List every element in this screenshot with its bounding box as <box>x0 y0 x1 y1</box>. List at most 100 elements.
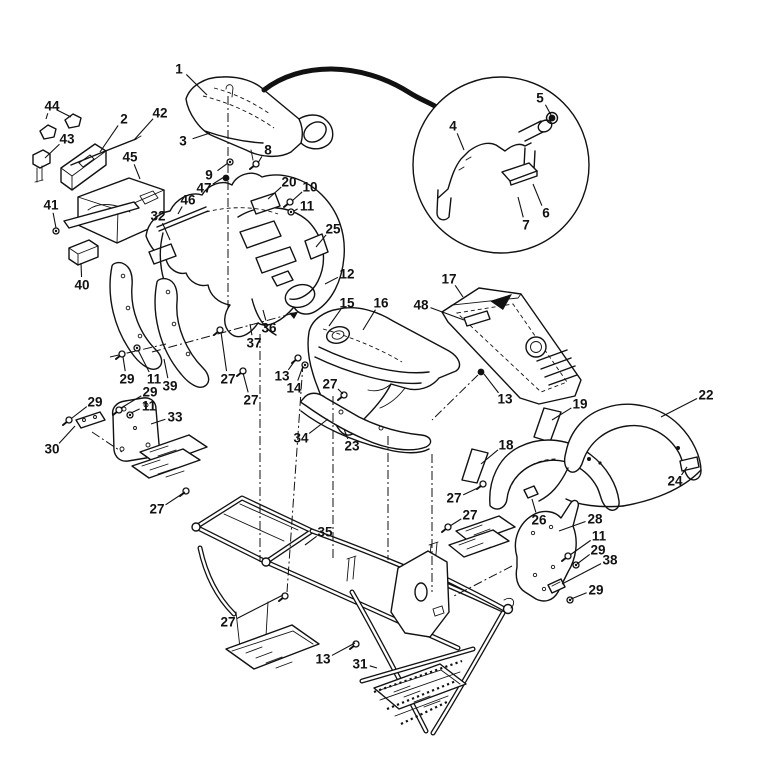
construction-lines <box>91 96 513 597</box>
part-clips-44 <box>39 113 82 140</box>
callout-34: 34 <box>293 431 309 446</box>
part-rear-fender-near <box>489 439 620 511</box>
leader-line <box>56 109 72 118</box>
leader-line <box>454 285 464 298</box>
leader-line <box>576 553 591 565</box>
part-footrest-grid-left <box>131 434 208 479</box>
callout-11: 11 <box>300 199 315 214</box>
part-trim-23-34 <box>300 392 432 454</box>
part-plate-40 <box>68 239 99 266</box>
callout-24: 24 <box>667 474 683 489</box>
screw-icon <box>479 480 487 488</box>
callout-1: 1 <box>175 62 183 77</box>
callout-31: 31 <box>352 657 368 672</box>
leader-line <box>120 395 142 409</box>
callout-27: 27 <box>322 377 337 392</box>
callout-11: 11 <box>592 529 607 544</box>
tag-24 <box>679 456 700 472</box>
leader-line <box>44 143 60 159</box>
leader-line <box>660 398 698 418</box>
leader-line <box>456 133 465 151</box>
callout-35: 35 <box>317 525 333 540</box>
screw-icon <box>216 326 224 334</box>
leader-line <box>212 176 225 185</box>
leader-line <box>343 428 349 439</box>
callout-22: 22 <box>698 388 713 403</box>
callout-29: 29 <box>142 385 157 400</box>
callout-43: 43 <box>59 132 75 147</box>
callout-27: 27 <box>149 502 164 517</box>
callout-26: 26 <box>531 513 547 528</box>
callout-39: 39 <box>162 379 177 394</box>
callout-37: 37 <box>246 336 261 351</box>
part-rod-42 <box>70 135 142 166</box>
leader-line <box>249 323 253 336</box>
screw-icon <box>281 592 289 600</box>
leader-line <box>267 186 282 200</box>
leader-line <box>331 642 356 656</box>
leader-line <box>99 125 119 153</box>
callout-6: 6 <box>542 206 550 221</box>
part-panel-2 <box>60 143 107 191</box>
leader-line <box>133 118 154 141</box>
leader-line <box>681 466 688 476</box>
part-panel-28 <box>514 499 580 602</box>
leader-line <box>551 407 572 421</box>
part-tank-cover <box>307 307 461 436</box>
bracket-26 <box>523 485 539 499</box>
leader-line <box>304 535 317 546</box>
callout-45: 45 <box>122 150 138 165</box>
leader-line <box>483 373 500 394</box>
leader-line <box>257 156 263 164</box>
leader-line <box>362 309 376 331</box>
callout-14: 14 <box>286 381 302 396</box>
part-bracket-43 <box>32 149 51 183</box>
callout-13: 13 <box>315 652 331 667</box>
callout-10: 10 <box>302 180 317 195</box>
callout-30: 30 <box>44 442 59 457</box>
callout-17: 17 <box>441 272 456 287</box>
callout-46: 46 <box>180 193 196 208</box>
callout-47: 47 <box>196 181 211 196</box>
callout-27: 27 <box>462 508 477 523</box>
part-bracket-38 <box>547 578 566 594</box>
leader-line <box>291 191 303 202</box>
molding-46 <box>156 206 209 232</box>
leader-line <box>480 449 499 465</box>
callout-32: 32 <box>150 209 165 224</box>
callout-5: 5 <box>536 91 544 106</box>
leader-line <box>71 406 88 419</box>
leader-line <box>163 358 169 379</box>
callout-27: 27 <box>243 393 258 408</box>
callout-2: 2 <box>120 112 128 127</box>
callout-20: 20 <box>281 175 296 190</box>
callout-36: 36 <box>261 321 277 336</box>
leader-line <box>297 365 304 381</box>
screw-icon <box>564 552 572 560</box>
grommet-icon <box>477 368 485 376</box>
part-patch-19 <box>533 407 562 443</box>
leader-line <box>569 539 591 556</box>
leader-line <box>262 309 267 321</box>
detail-view-cable <box>261 66 441 111</box>
callout-27: 27 <box>220 615 235 630</box>
leader-line <box>122 356 126 372</box>
leader-line <box>462 485 483 496</box>
leader-line <box>369 665 378 669</box>
screw-icon <box>65 416 73 424</box>
grommet-icon <box>548 114 556 122</box>
leader-line <box>570 592 587 600</box>
callout-7: 7 <box>522 218 530 233</box>
detail-circle-view <box>412 76 590 254</box>
leader-line <box>293 208 298 212</box>
leader-line <box>80 262 83 278</box>
callout-38: 38 <box>602 553 618 568</box>
callout-11: 11 <box>142 399 157 414</box>
part-rack-17 <box>441 287 582 405</box>
leader-line <box>220 331 228 372</box>
leader-line <box>561 563 602 585</box>
callout-4: 4 <box>449 119 457 134</box>
callout-27: 27 <box>220 372 235 387</box>
leader-line <box>192 132 211 140</box>
